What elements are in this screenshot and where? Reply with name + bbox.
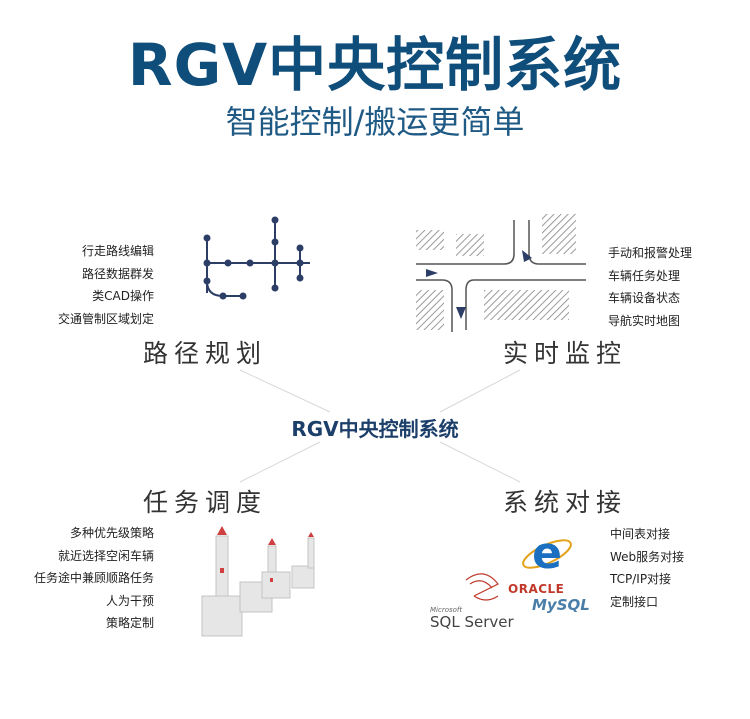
list-item: 任务途中兼顾顺路任务 bbox=[33, 571, 154, 585]
list-item: 交通管制区域划定 bbox=[57, 311, 154, 326]
list-item: 类CAD操作 bbox=[92, 289, 154, 303]
list-item: 车辆任务处理 bbox=[608, 268, 681, 283]
mysql-logo: MySQL bbox=[532, 596, 590, 614]
oracle-logo: ORACLE bbox=[508, 582, 565, 596]
ie-logo-letter: e bbox=[532, 528, 562, 579]
subtitle: 智能控制/搬运更简单 bbox=[225, 103, 525, 141]
list-item: 行走路线编辑 bbox=[81, 244, 154, 258]
main-title: RGV中央控制系统 bbox=[127, 31, 623, 99]
list-item: 车辆设备状态 bbox=[608, 291, 681, 305]
list-item: 人为干预 bbox=[105, 593, 154, 608]
task-dispatch-title: 任务调度 bbox=[143, 488, 268, 517]
path-planning-title: 路径规划 bbox=[143, 339, 268, 368]
database-logos: e bbox=[465, 528, 572, 601]
path-planning-list: 行走路线编辑 路径数据群发 类CAD操作 交通管制区域划定 bbox=[20, 240, 154, 330]
list-item: 定制接口 bbox=[610, 594, 659, 609]
list-item: TCP/IP对接 bbox=[610, 572, 672, 586]
task-dispatch-list: 多种优先级策略 就近选择空闲车辆 任务途中兼顾顺路任务 人为干预 策略定制 bbox=[10, 522, 154, 635]
list-item: 中间表对接 bbox=[610, 527, 671, 541]
path-graph-icon bbox=[203, 216, 310, 300]
list-item: 路径数据群发 bbox=[81, 266, 154, 281]
sqlserver-label: SQL Server bbox=[430, 613, 514, 631]
traffic-map-icon bbox=[416, 214, 586, 332]
list-item: 多种优先级策略 bbox=[69, 526, 154, 540]
system-integration-list: 中间表对接 Web服务对接 TCP/IP对接 定制接口 bbox=[610, 523, 740, 613]
stacker-crane-icon bbox=[201, 526, 315, 637]
sqlserver-logo-icon bbox=[465, 573, 499, 601]
list-item: Web服务对接 bbox=[610, 549, 685, 564]
list-item: 导航实时地图 bbox=[608, 313, 681, 328]
realtime-monitor-list: 手动和报警处理 车辆任务处理 车辆设备状态 导航实时地图 bbox=[608, 242, 738, 332]
list-item: 手动和报警处理 bbox=[608, 246, 693, 260]
ie-logo-icon: e bbox=[522, 528, 572, 579]
system-integration-title: 系统对接 bbox=[503, 488, 628, 517]
list-item: 策略定制 bbox=[105, 616, 154, 630]
microsoft-label: Microsoft bbox=[430, 606, 463, 614]
center-label: RGV中央控制系统 bbox=[291, 417, 459, 441]
list-item: 就近选择空闲车辆 bbox=[57, 548, 154, 563]
realtime-monitor-title: 实时监控 bbox=[503, 339, 628, 368]
